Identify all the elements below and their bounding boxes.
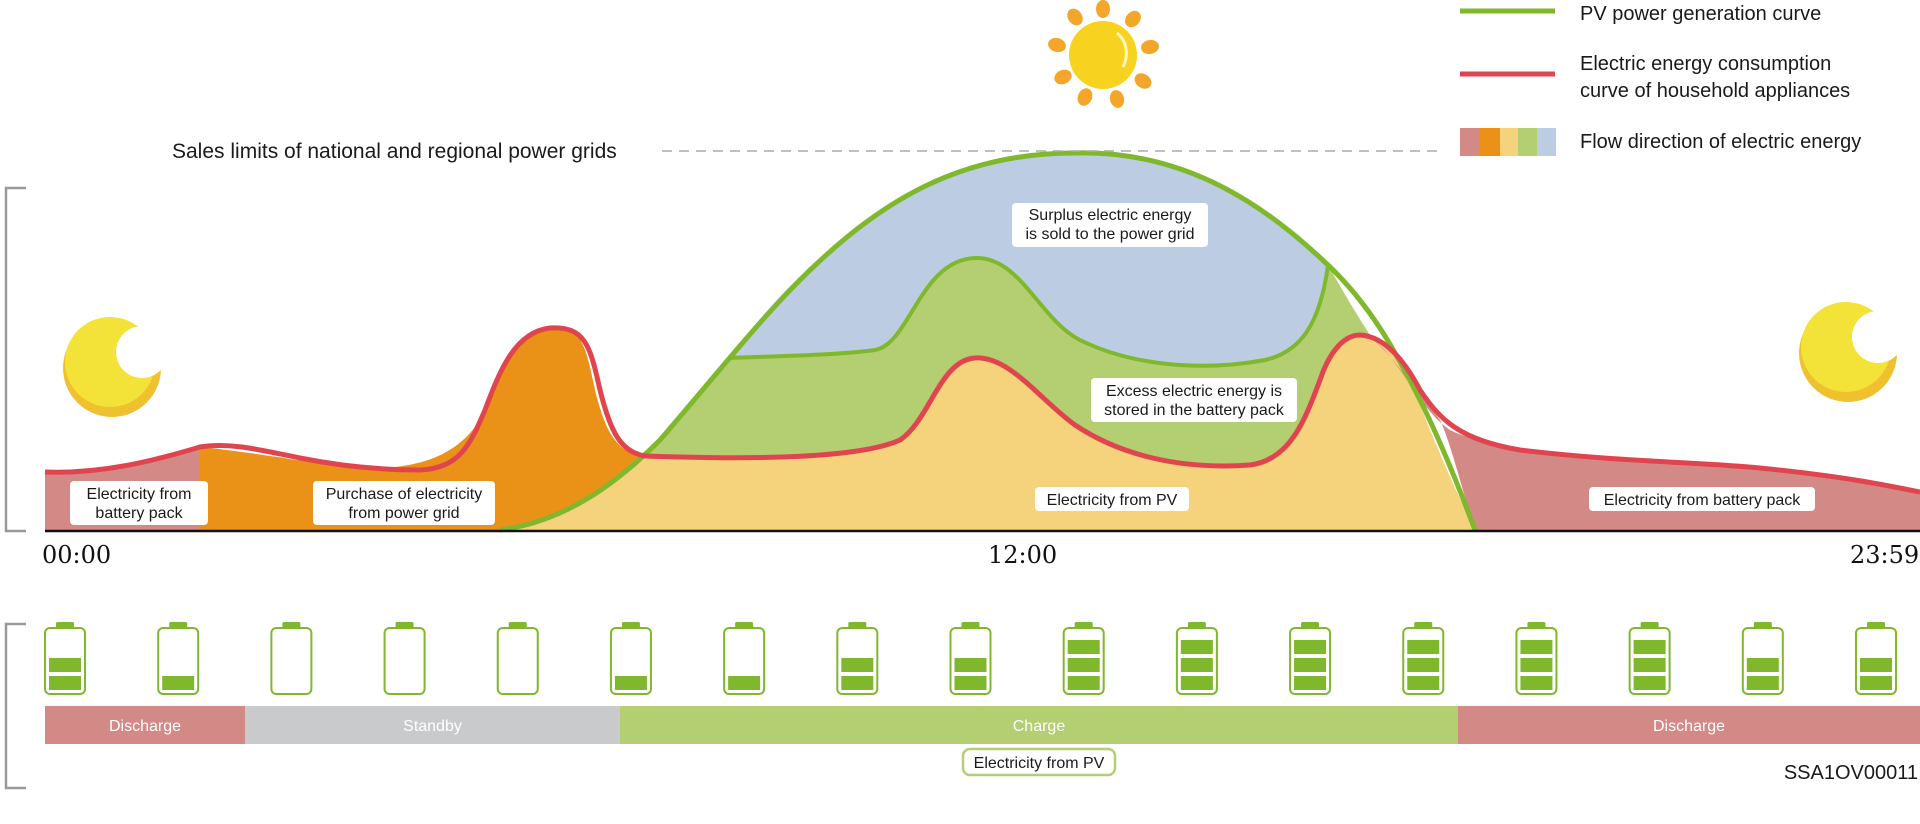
grid-limit-label: Sales limits of national and regional po… xyxy=(172,140,617,163)
svg-text:battery pack: battery pack xyxy=(95,505,183,522)
battery-icon xyxy=(496,622,539,695)
battery-icon xyxy=(383,622,426,695)
label-grid-purchase: Purchase of electricity from power grid xyxy=(313,481,495,525)
svg-text:Electricity from PV: Electricity from PV xyxy=(974,755,1105,772)
legend-consumption-label: Electric energy consumption xyxy=(1580,53,1831,75)
svg-text:is sold to the power grid: is sold to the power grid xyxy=(1026,226,1195,243)
area-pv xyxy=(500,335,1475,530)
label-electricity-from-pv: Electricity from PV xyxy=(1035,487,1189,511)
battery-bracket xyxy=(4,622,26,790)
battery-icon xyxy=(1855,622,1897,695)
battery-icon xyxy=(949,622,992,695)
battery-icon xyxy=(270,622,313,695)
battery-icon xyxy=(723,622,766,695)
battery-icon xyxy=(1402,622,1445,695)
battery-icon xyxy=(609,622,652,695)
phase-discharge: Discharge xyxy=(45,706,245,744)
battery-icon xyxy=(1175,622,1218,695)
phase-discharge: Discharge xyxy=(1458,706,1920,744)
legend-consumption-label-2: curve of household appliances xyxy=(1580,80,1850,102)
time-label-start: 00:00 xyxy=(42,541,111,569)
battery-icon xyxy=(1628,622,1671,695)
legend-flow-swatch xyxy=(1460,128,1556,156)
svg-text:Electricity from battery pack: Electricity from battery pack xyxy=(1604,492,1802,509)
svg-text:from power grid: from power grid xyxy=(348,505,459,522)
battery-row xyxy=(44,622,1897,695)
phase-label: Standby xyxy=(403,718,462,735)
pv-storage-boundary-line xyxy=(727,255,1330,368)
phase-standby: Standby xyxy=(245,706,620,744)
label-battery-left: Electricity from battery pack xyxy=(70,481,208,525)
time-label-end: 23:59 xyxy=(1850,541,1919,569)
time-label-mid: 12:00 xyxy=(988,541,1057,569)
phase-label: Discharge xyxy=(109,718,181,735)
chart-bracket xyxy=(4,186,26,533)
label-battery-right: Electricity from battery pack xyxy=(1589,487,1815,511)
legend-pv-label: PV power generation curve xyxy=(1580,3,1821,25)
svg-text:Purchase of electricity: Purchase of electricity xyxy=(326,486,483,503)
moon-icon xyxy=(1799,302,1904,402)
phase-charge: Charge xyxy=(620,706,1458,744)
battery-icon xyxy=(1741,622,1784,695)
label-surplus-sold: Surplus electric energy is sold to the p… xyxy=(1012,203,1208,247)
area-grid-purchase xyxy=(200,327,660,530)
label-excess-stored: Excess electric energy is stored in the … xyxy=(1091,378,1297,422)
battery-icon xyxy=(1062,622,1105,695)
battery-icon xyxy=(44,622,86,695)
svg-text:Excess electric energy is: Excess electric energy is xyxy=(1106,383,1282,400)
battery-icon xyxy=(836,622,879,695)
battery-icon xyxy=(1289,622,1332,695)
pv-generation-curve xyxy=(499,150,1478,533)
svg-text:Electricity from PV: Electricity from PV xyxy=(1047,492,1178,509)
phase-label: Discharge xyxy=(1653,718,1725,735)
figure-code: SSA1OV00011 xyxy=(1784,762,1918,784)
phase-note: Electricity from PV xyxy=(961,747,1117,777)
consumption-curve xyxy=(44,325,1920,495)
phase-bar: Discharge Standby Charge Discharge xyxy=(45,706,1920,744)
legend-flow-label: Flow direction of electric energy xyxy=(1580,131,1861,153)
battery-icon xyxy=(157,622,200,695)
sun-icon xyxy=(1048,0,1159,108)
svg-text:stored in the battery pack: stored in the battery pack xyxy=(1104,402,1285,419)
svg-text:Electricity from: Electricity from xyxy=(87,486,192,503)
moon-icon xyxy=(63,317,168,417)
phase-label: Charge xyxy=(1013,718,1066,735)
svg-text:Surplus electric energy: Surplus electric energy xyxy=(1029,207,1192,224)
area-battery-right xyxy=(1372,338,1920,530)
battery-icon xyxy=(1515,622,1558,695)
